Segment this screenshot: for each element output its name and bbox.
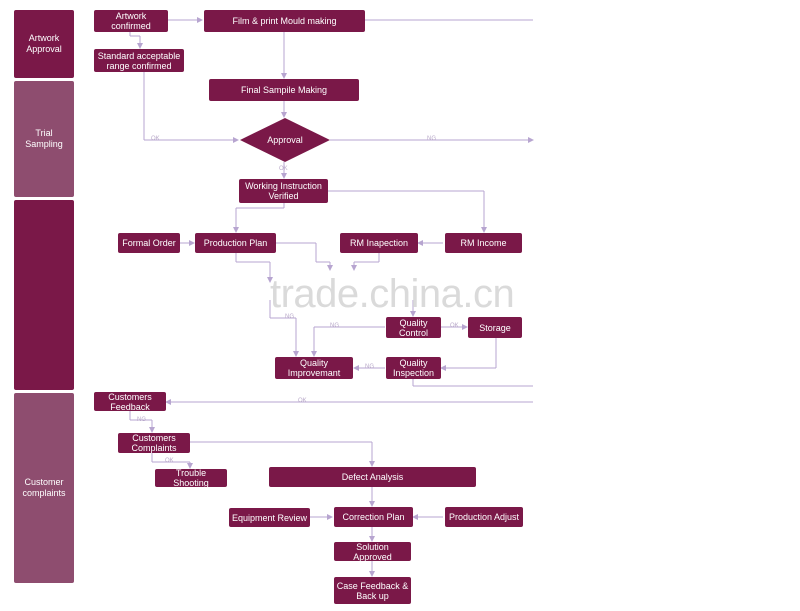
stage-label: Trial Sampling (25, 128, 63, 149)
node-label: Production Adjust (448, 512, 520, 522)
node-label: RM Inapection (349, 238, 409, 248)
node-label: Final Sampile Making (240, 85, 328, 95)
node-quality-inspection: Quality Inspection (386, 357, 441, 379)
node-quality-improvement: Quality Improvemant (275, 357, 353, 379)
node-label: Standard acceptable range confirmed (97, 50, 181, 71)
edge-label-ok: OK (165, 458, 174, 464)
node-label: Quality Improvemant (287, 358, 341, 378)
edge-label-ng: NG (330, 323, 339, 329)
edge-label-ng: NG (137, 417, 146, 423)
node-formal-order: Formal Order (118, 233, 180, 253)
node-customers-complaints: Customers Complaints (118, 433, 190, 453)
node-label: Correction Plan (342, 512, 405, 522)
node-label: Formal Order (122, 238, 176, 248)
node-rm-inspection: RM Inapection (340, 233, 418, 253)
node-trouble-shooting: Trouble Shooting (155, 468, 227, 488)
node-label: Production Plan (203, 238, 268, 248)
node-correction-plan: Correction Plan (334, 507, 413, 527)
node-final-sample: Final Sampile Making (209, 79, 359, 101)
node-label: Approval (267, 135, 303, 145)
stage-customer-complaints: Customer complaints (14, 393, 74, 583)
edge-label-ok: OK (298, 398, 307, 404)
stage-label: Artwork Approval (26, 33, 62, 54)
stage-trial-sampling: Trial Sampling (14, 81, 74, 197)
node-artwork-confirmed: Artwork confirmed (94, 10, 168, 32)
node-label: Artwork confirmed (111, 11, 151, 31)
edge-label-ng: NG (365, 364, 374, 370)
node-label: Quality Control (398, 317, 428, 338)
node-defect-analysis: Defect Analysis (269, 467, 476, 487)
edge-label-ok: OK (450, 323, 459, 329)
node-solution-approved: Solution Approved (334, 541, 411, 562)
edge-label-ng: NG (285, 314, 294, 320)
node-film-print-mould: Film & print Mould making (204, 10, 365, 32)
node-standard-range: Standard acceptable range confirmed (94, 49, 184, 72)
edge-label-ng: NG (427, 136, 436, 142)
node-storage: Storage (468, 317, 522, 338)
node-rm-income: RM Income (445, 233, 522, 253)
node-label: Working Instruction Verified (245, 181, 322, 201)
node-label: Storage (479, 322, 511, 333)
node-label: Solution Approved (353, 541, 392, 562)
node-label: Equipment Review (231, 512, 308, 523)
node-label: Customers Complaints (131, 433, 177, 453)
node-customers-feedback: Customers Feedback (94, 391, 166, 412)
edge-label-ok: OK (279, 166, 288, 172)
node-approval: Approval (240, 118, 330, 162)
node-case-feedback: Case Feedback & Back up (334, 577, 411, 604)
node-label: Customers Feedback (108, 391, 152, 412)
node-label: Quality Inspection (392, 358, 435, 378)
stage-label: Customer complaints (22, 477, 66, 498)
node-label: Trouble Shooting (173, 468, 209, 488)
watermark: trade.china.cn (270, 272, 515, 316)
node-equipment-review: Equipment Review (229, 508, 310, 527)
node-label: Film & print Mould making (232, 16, 337, 26)
stage-production (14, 200, 74, 390)
stage-artwork-approval: Artwork Approval (14, 10, 74, 78)
node-label: Case Feedback & Back up (336, 580, 409, 601)
node-working-instruction: Working Instruction Verified (239, 179, 328, 203)
node-production-adjust: Production Adjust (445, 507, 523, 527)
node-production-plan: Production Plan (195, 233, 276, 253)
node-quality-control: Quality Control (386, 317, 441, 338)
edge-label-ok: OK (151, 136, 160, 142)
node-label: Defect Analysis (341, 472, 404, 482)
node-label: RM Income (460, 238, 507, 248)
